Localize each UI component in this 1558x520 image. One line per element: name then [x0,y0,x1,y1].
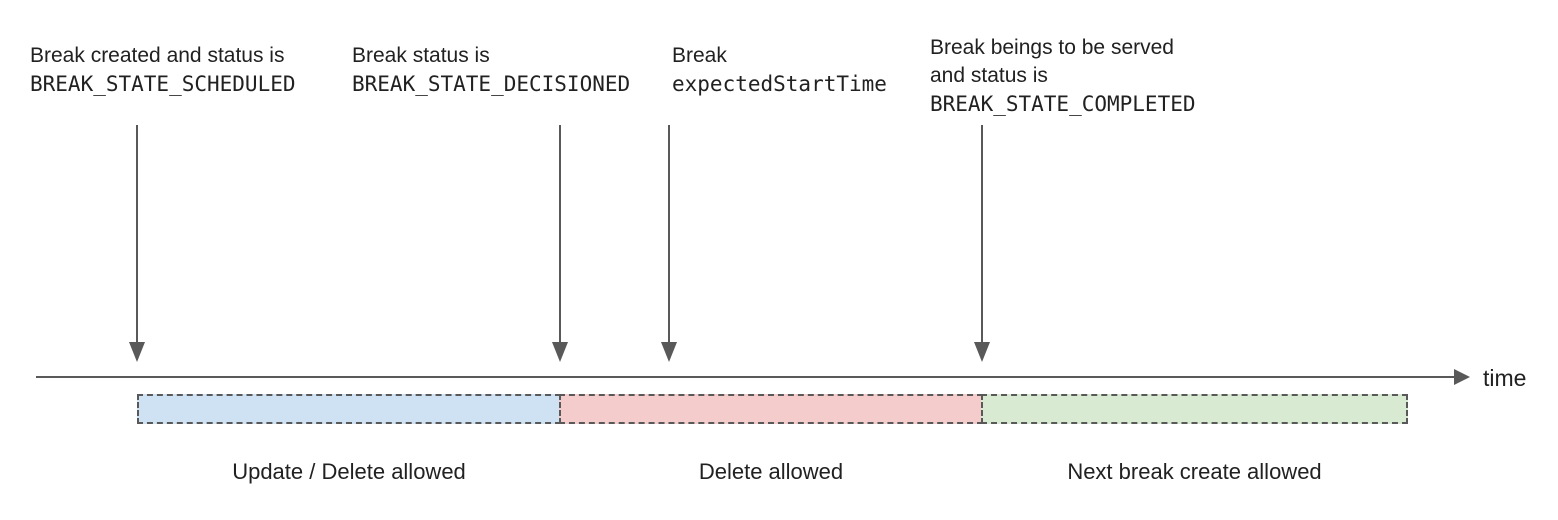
down-arrow-icon [129,125,145,362]
arrow-shaft [668,125,670,347]
annotation-text: Break status is [352,44,490,67]
segment-delete-allowed [559,394,983,424]
annotation-code: expectedStartTime [672,72,887,96]
annotation-text: Break beings to be served [930,36,1174,59]
down-arrow-icon [661,125,677,362]
time-axis [36,376,1456,378]
annotation-break-decisioned: Break status is BREAK_STATE_DECISIONED [352,42,630,98]
annotation-break-scheduled: Break created and status is BREAK_STATE_… [30,42,296,98]
down-arrow-icon [552,125,568,362]
segment-label-next-create: Next break create allowed [1067,459,1322,484]
segment-label-update-delete: Update / Delete allowed [232,459,466,484]
right-arrow-icon [1454,369,1470,385]
annotation-code: BREAK_STATE_COMPLETED [930,92,1196,116]
time-axis-label: time [1483,365,1527,391]
arrow-shaft [559,125,561,347]
arrow-head [129,342,145,362]
segment-next-break-create-allowed [981,394,1408,424]
annotation-break-completed: Break beings to be served and status is … [930,34,1196,118]
annotation-code: BREAK_STATE_SCHEDULED [30,72,296,96]
down-arrow-icon [974,125,990,362]
arrow-head [661,342,677,362]
arrow-head [974,342,990,362]
arrow-head [552,342,568,362]
arrow-shaft [981,125,983,347]
arrow-shaft [136,125,138,347]
segment-label-delete: Delete allowed [698,459,844,484]
annotation-expected-start-time: Break expectedStartTime [672,42,887,98]
annotation-text: and status is [930,64,1048,87]
segment-update-delete-allowed [137,394,561,424]
annotation-text: Break [672,44,727,67]
annotation-code: BREAK_STATE_DECISIONED [352,72,631,96]
annotation-text: Break created and status is [30,44,285,67]
